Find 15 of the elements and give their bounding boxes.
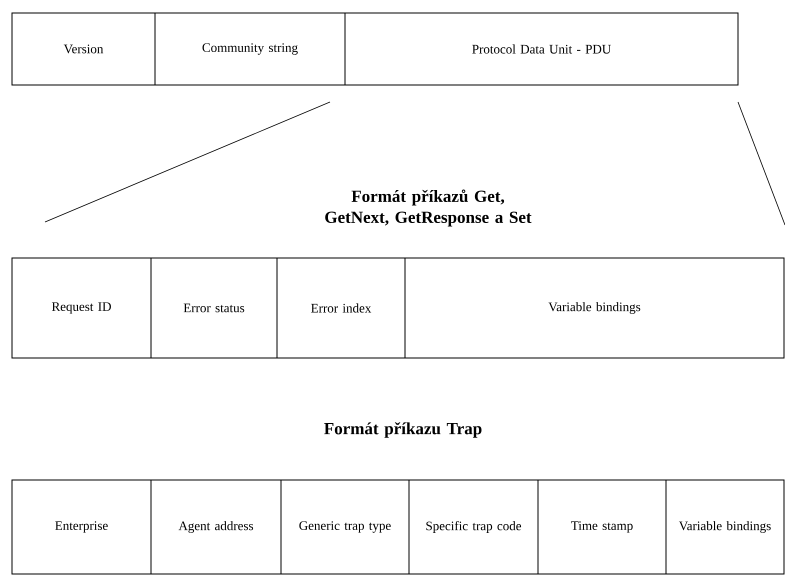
field-cell: Error status (150, 258, 278, 358)
field-cell: Agent address (150, 480, 282, 574)
field-cell: Variable bindings (404, 258, 784, 358)
field-cell: Time stamp (538, 480, 666, 574)
field-cell: Request ID (12, 258, 152, 358)
field-cell: Generic trap type (280, 480, 410, 574)
field-cell: Protocol Data Unit - PDU (344, 12, 738, 86)
field-cell: Specific trap code (408, 480, 538, 574)
field-cell: Version (12, 12, 156, 86)
field-cell: Variable bindings (666, 480, 784, 574)
section-heading: Formát příkazů Get, GetNext, GetResponse a Set (325, 190, 532, 226)
section-heading: Formát příkazu Trap (324, 422, 482, 438)
field-cell: Error index (276, 258, 406, 358)
field-cell: Enterprise (12, 480, 152, 574)
field-cell: Community string (154, 12, 346, 86)
